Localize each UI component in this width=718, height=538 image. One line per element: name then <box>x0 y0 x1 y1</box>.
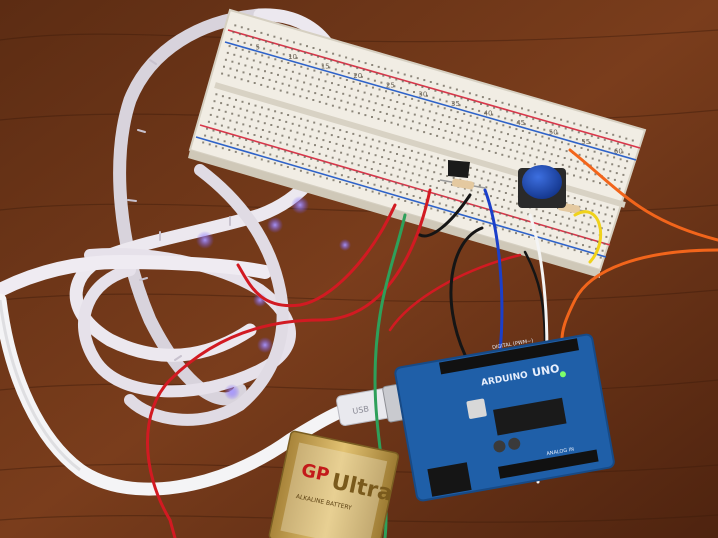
wire-black-1 <box>418 193 472 238</box>
breadboard-col-number: 10 <box>288 53 297 61</box>
breadboard-col-number: 40 <box>484 110 493 118</box>
breadboard-col-number: 30 <box>418 91 427 99</box>
battery-9v: GP Ultra ALKALINE BATTERY <box>268 430 400 538</box>
wire-red-1 <box>236 203 397 308</box>
push-button <box>518 165 566 208</box>
wire-black-3 <box>523 250 547 347</box>
breadboard-col-number: 60 <box>614 147 623 155</box>
arduino-model: UNO <box>531 362 560 380</box>
breadboard-col-number: 45 <box>516 119 525 127</box>
breadboard-col-number: 35 <box>451 100 460 108</box>
breadboard-col-number: 55 <box>581 138 590 146</box>
breadboard-col-number: 20 <box>353 72 362 80</box>
arduino-analog-label: ANALOG IN <box>546 446 575 457</box>
breadboard-col-number: 5 <box>256 44 260 52</box>
resistor-1 <box>439 178 486 190</box>
wire-black-2 <box>449 226 484 357</box>
wire-orange-2 <box>560 248 718 342</box>
breadboard-col-number: 25 <box>386 81 395 89</box>
wire-yellow <box>573 210 603 264</box>
usb-marking: USB <box>352 404 370 416</box>
breadboard-col-number: 15 <box>321 62 330 70</box>
arduino-board: ARDUINO UNO DIGITAL (PWM~) ANALOG IN <box>394 333 615 502</box>
wire-blue <box>483 188 504 354</box>
wire-red-2 <box>146 188 432 538</box>
transistor <box>448 160 470 178</box>
breadboard-col-number: 50 <box>549 129 558 137</box>
wire-orange-1 <box>568 148 718 242</box>
